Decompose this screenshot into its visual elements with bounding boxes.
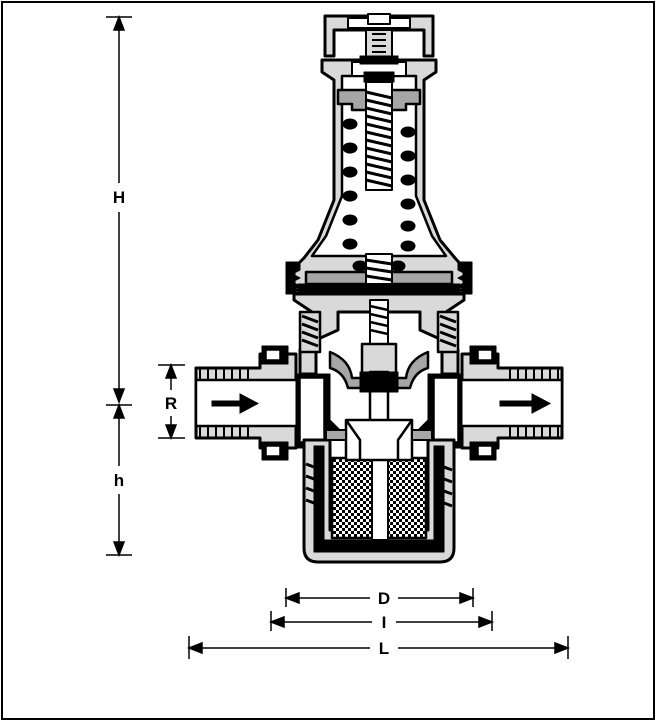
outlet-flow-arrow bbox=[499, 393, 552, 414]
label-H: H bbox=[113, 188, 125, 207]
label-h: h bbox=[114, 471, 124, 490]
compression-spring bbox=[342, 118, 416, 272]
label-R: R bbox=[165, 394, 177, 413]
adjustment-cap bbox=[323, 13, 435, 63]
valve-body bbox=[292, 292, 466, 376]
dimension-R bbox=[158, 362, 185, 441]
dimension-D bbox=[283, 588, 476, 607]
inlet-flow-arrow bbox=[211, 393, 260, 414]
label-D: D bbox=[378, 589, 390, 608]
label-L: L bbox=[379, 639, 389, 658]
dimension-I bbox=[268, 611, 495, 631]
label-I: I bbox=[382, 613, 387, 632]
filter-screen bbox=[325, 418, 433, 541]
dimension-h bbox=[106, 402, 132, 558]
dimension-L bbox=[186, 636, 571, 659]
dimension-H bbox=[106, 14, 132, 405]
spring-top-seat bbox=[336, 81, 422, 191]
valve-cross-section bbox=[194, 13, 564, 564]
